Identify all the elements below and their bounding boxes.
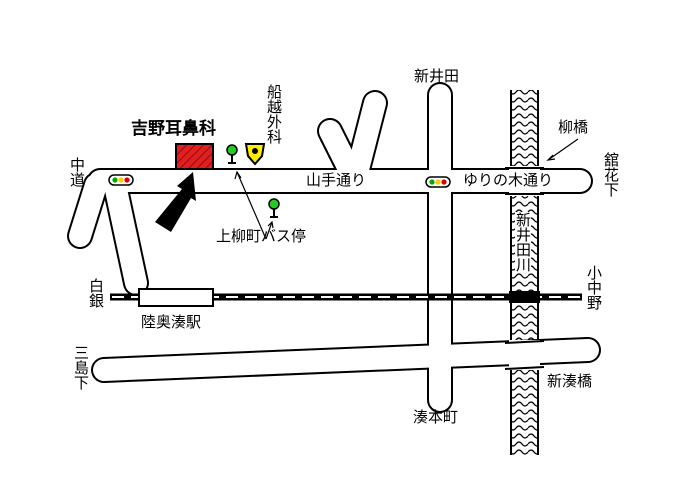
label-yanagibashi: 柳橋 — [558, 118, 589, 136]
bridge-shinminato — [504, 340, 545, 370]
river — [510, 90, 539, 455]
clinic-label: 吉野耳鼻科 — [131, 119, 216, 139]
traffic-signal-icon — [108, 174, 134, 186]
arrow-icon — [155, 172, 196, 232]
label-shiraida-top: 新井田 — [414, 67, 460, 85]
clinic-building — [175, 143, 214, 170]
label-funakoshi: 船越外科 — [265, 84, 283, 144]
station-building — [138, 288, 214, 307]
label-tatehanashita: 舘花下 — [602, 152, 620, 197]
hospital-mark-icon — [244, 143, 266, 166]
tree-icon — [268, 198, 280, 218]
traffic-signal-icon — [425, 176, 451, 188]
label-kamiyanagi-bus: 上柳町バス停 — [216, 227, 307, 245]
label-station: 陸奥湊駅 — [141, 313, 202, 331]
road-label-yurinoki: ゆりの木通り — [463, 171, 554, 189]
bridge-yanagibashi — [505, 166, 544, 196]
pointer-arrow-icon — [234, 138, 579, 240]
road-network — [67, 82, 601, 413]
label-shiraigin: 白銀 — [87, 278, 105, 308]
railway-bridge — [509, 291, 540, 303]
label-konakano: 小中野 — [585, 265, 603, 310]
label-mishimashita: 三島下 — [72, 345, 90, 390]
road-label-yamate: 山手通り — [306, 171, 367, 189]
label-nakamichi: 中道 — [68, 157, 86, 187]
tree-icon — [226, 144, 238, 164]
label-shiraida-river: 新井田川 — [514, 212, 532, 272]
label-minatohonmachi: 湊本町 — [413, 408, 459, 426]
label-shinminatobashi: 新湊橋 — [547, 372, 593, 390]
